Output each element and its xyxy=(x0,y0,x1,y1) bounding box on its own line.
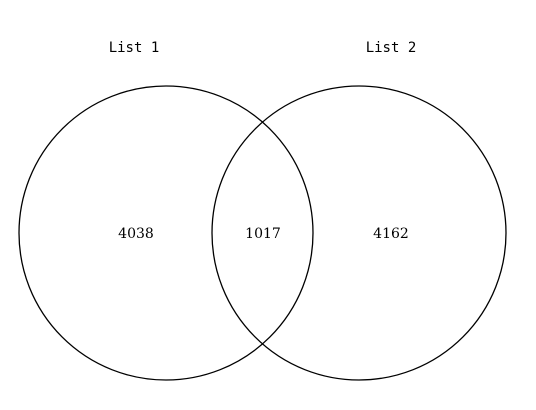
count-list-2-only: 4162 xyxy=(373,226,409,242)
set-label-list-1: List 1 xyxy=(109,40,160,56)
count-intersection: 1017 xyxy=(245,226,281,242)
set-label-list-2: List 2 xyxy=(366,40,417,56)
count-list-1-only: 4038 xyxy=(118,226,154,242)
set-circle-list-2 xyxy=(211,85,507,381)
set-circle-list-1 xyxy=(18,85,314,381)
